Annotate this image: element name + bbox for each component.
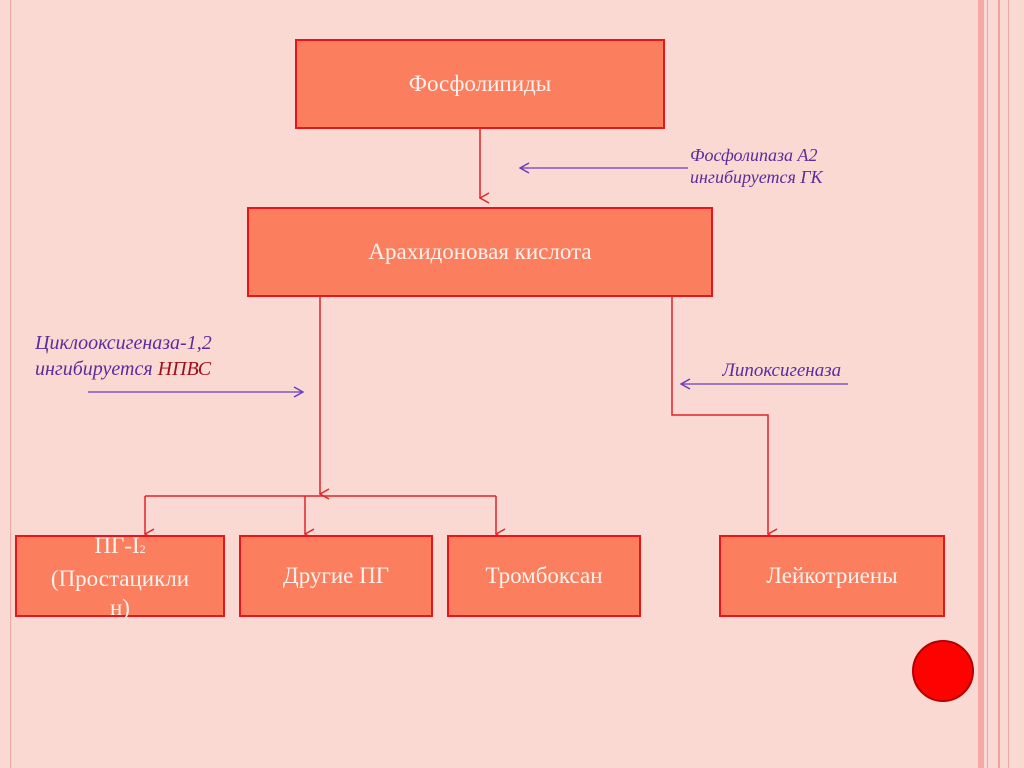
cox-name: Циклооксигеназа-1,2 [35,332,212,354]
thromboxane-label: Тромбоксан [485,563,603,588]
pg-i2-line2: (Простацикли [50,566,190,591]
lipoxygenase-note: Липоксигеназа [722,360,872,382]
phospholipase-inhibitor: ингибируется ГК [690,167,823,187]
leukotrienes-node: Лейкотриены [719,535,945,617]
frame-line [998,0,1000,768]
phospholipids-node: Фосфолипиды [295,39,665,129]
frame-line [1008,0,1009,768]
pg-i2-line3: н) [110,595,130,620]
cox-note: Циклооксигеназа-1,2 ингибируется НПВС [35,330,295,382]
frame-stripe [978,0,984,768]
slide-action-button[interactable] [912,640,974,702]
arachidonic-acid-node: Арахидоновая кислота [247,207,713,297]
pg-i2-subscript: 2 [139,542,146,556]
other-pg-node: Другие ПГ [239,535,433,617]
frame-line [10,0,11,768]
pg-i2-label: ПГ-I2 (Простацикли н) [51,531,189,622]
leukotrienes-label: Лейкотриены [766,563,898,588]
arachidonic-acid-label: Арахидоновая кислота [368,239,592,264]
pg-i2-node: ПГ-I2 (Простацикли н) [15,533,225,620]
frame-line [987,0,988,768]
phospholipids-label: Фосфолипиды [408,71,552,96]
phospholipase-note: Фосфолипаза А2 ингибируется ГК [690,144,858,188]
phospholipase-name: Фосфолипаза А2 [690,145,818,165]
lipoxygenase-name: Липоксигеназа [722,360,842,381]
thromboxane-node: Тромбоксан [447,535,641,617]
pg-i2-name: ПГ-I [94,533,140,558]
arrow-acid-to-leukotrienes [671,296,768,534]
other-pg-label: Другие ПГ [283,563,389,588]
nsaid-highlight: НПВС [157,358,212,380]
cox-inhibitor-prefix: ингибируется [35,358,158,380]
